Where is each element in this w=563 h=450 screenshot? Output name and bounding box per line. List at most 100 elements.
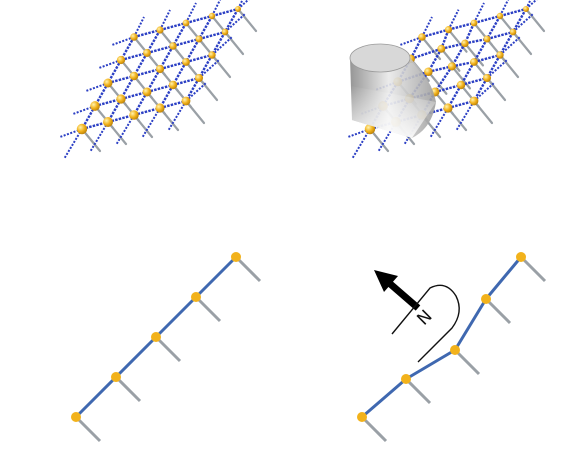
u-shaped-tip-outline-icon [391,284,460,363]
edge-bond [486,59,508,79]
lattice-bond [184,77,201,102]
lattice-bond [145,68,162,93]
lattice-bond [223,8,240,33]
lattice-bond [441,42,466,50]
atom [116,55,126,65]
edge-bond [237,0,250,10]
chain-bond [114,335,158,379]
lattice-bond [184,38,201,63]
atom [142,87,152,97]
atom [90,101,100,111]
edge-bond [399,36,423,46]
lattice-bond [410,47,442,60]
edge-bond [473,2,485,24]
atom [235,6,241,12]
lattice-bond [433,65,453,93]
edge-bond [224,13,246,33]
chain-deformed-side-bonds [360,255,547,443]
lattice-bond [427,48,443,73]
chain-bond [361,377,407,419]
atom [450,345,460,355]
lattice-bond [133,28,161,39]
atom [483,35,491,43]
edge-bond [499,36,521,56]
lattice-flat-panel [59,0,258,160]
atom [129,110,139,120]
edge-bond [115,114,135,146]
lattice-bond [185,53,213,64]
atom [357,412,367,422]
edge-bond [455,100,475,132]
side-bond [404,377,432,405]
lattice-bond [133,67,161,78]
atom [182,58,190,66]
atom [156,26,164,34]
lattice-bond [171,22,188,47]
side-bond [484,297,512,325]
lattice-bond [158,45,175,70]
chain-deformed-bonds [361,256,523,419]
atom [169,42,177,50]
tip-label: N [413,306,436,329]
lattice-bond [486,30,514,41]
atom [194,73,204,83]
atom [418,33,426,41]
lattice-bond [485,15,502,40]
atom [221,28,229,36]
atom [195,35,203,43]
atom [443,103,453,113]
lattice-bond [499,7,527,18]
side-bond [74,415,102,443]
edge-bond [159,9,171,31]
side-bond [472,99,494,125]
side-bond [234,255,262,283]
atom [155,103,165,113]
side-bond [197,76,219,102]
lattice-bond [498,31,515,56]
lattice-bond [459,61,476,86]
lattice-bond [146,44,174,55]
lattice-bond [145,29,162,54]
atom [129,71,139,81]
side-bond [524,7,546,33]
lattice-deformed-panel [340,0,546,160]
atom [523,6,529,12]
atom [509,28,517,36]
atom [364,123,376,135]
atom [496,12,504,20]
edge-bond [141,107,161,139]
lattice-bond [473,14,501,25]
chain-flat-atoms [71,252,241,422]
lattice-bond [171,61,188,86]
side-bond [450,65,472,90]
atom [103,78,113,88]
chain-bond [154,295,198,339]
side-bond [446,106,468,132]
lattice-flat-atoms [76,6,241,135]
edge-bond [525,0,538,10]
chain-bond [74,375,118,419]
atom [231,252,241,262]
arrow-icon [374,270,421,311]
chain-deformed-panel: N [357,252,547,443]
atom [71,412,81,422]
side-bond [236,7,258,33]
edge-bond [403,114,423,146]
atom [155,64,165,74]
side-bond [440,47,461,72]
chain-flat-bonds [74,255,238,419]
lattice-bond [448,21,475,31]
lattice-bond [120,51,148,62]
lattice-bond [421,28,449,39]
probe-tip [340,43,436,138]
edge-bond [429,107,449,139]
lattice-bond [172,76,200,87]
edge-bond [63,128,83,160]
side-bond [453,348,481,376]
chain-bond [453,298,488,351]
side-bond [194,295,222,323]
lattice-bond [119,75,136,100]
lattice-bond [198,30,226,41]
atom [208,51,216,59]
lattice-bond [119,36,136,61]
